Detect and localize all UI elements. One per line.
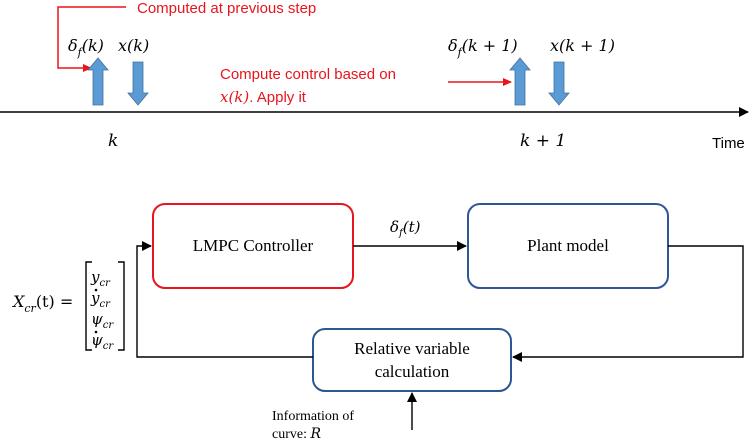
state-vector-entry: ycr xyxy=(90,268,111,289)
curve-info-label-line2: curve: R xyxy=(272,426,321,442)
control-signal-label: δf(t) xyxy=(390,218,421,239)
state-vector-entry: ψcr xyxy=(91,331,114,352)
delta-k-label: δf(k) xyxy=(68,36,104,59)
lmpc-controller-label: LMPC Controller xyxy=(193,236,314,255)
delta-k1-label: δf(k + 1) xyxy=(448,36,518,59)
state-vector-entry: ycr xyxy=(90,289,111,310)
relative-variable-label-line2: calculation xyxy=(375,362,450,381)
timeline-section: Computed at previous step δf(k) x(k) Com… xyxy=(0,0,749,152)
state-feedback-arrow xyxy=(136,241,313,358)
previous-step-annotation: Computed at previous step xyxy=(137,0,316,17)
previous-step-callout-line xyxy=(57,6,126,72)
compute-control-annotation-line2: x(k). Apply it xyxy=(220,88,307,106)
plant-feedback-arrow xyxy=(512,245,744,362)
time-axis-label: Time xyxy=(712,135,745,152)
curve-info-label-line1: Information of xyxy=(272,409,354,424)
tick-k1-label: k + 1 xyxy=(520,131,566,151)
state-vector-lhs: Xcr(t) = xyxy=(11,292,73,315)
relative-variable-box xyxy=(312,328,512,392)
relative-variable-label-line1: Relative variable xyxy=(354,339,470,358)
state-vector-left-bracket xyxy=(85,261,92,351)
x-k1-label: x(k + 1) xyxy=(550,36,615,55)
x-k-label: x(k) xyxy=(118,36,149,55)
derivative-dot xyxy=(94,330,98,334)
state-down-arrow-k1 xyxy=(548,61,570,106)
plant-model-label: Plant model xyxy=(527,236,609,255)
block-diagram: LMPC Controller Plant model Relative var… xyxy=(11,203,744,442)
derivative-dot xyxy=(94,288,98,292)
compute-control-annotation: Compute control based on xyxy=(220,66,396,83)
state-vector-entry: ψcr xyxy=(91,310,114,331)
tick-k-label: k xyxy=(108,131,118,151)
state-down-arrow-k xyxy=(127,61,149,106)
control-up-arrow-k xyxy=(87,57,109,106)
state-vector-right-bracket xyxy=(118,261,125,351)
control-up-arrow-k1 xyxy=(509,57,531,106)
